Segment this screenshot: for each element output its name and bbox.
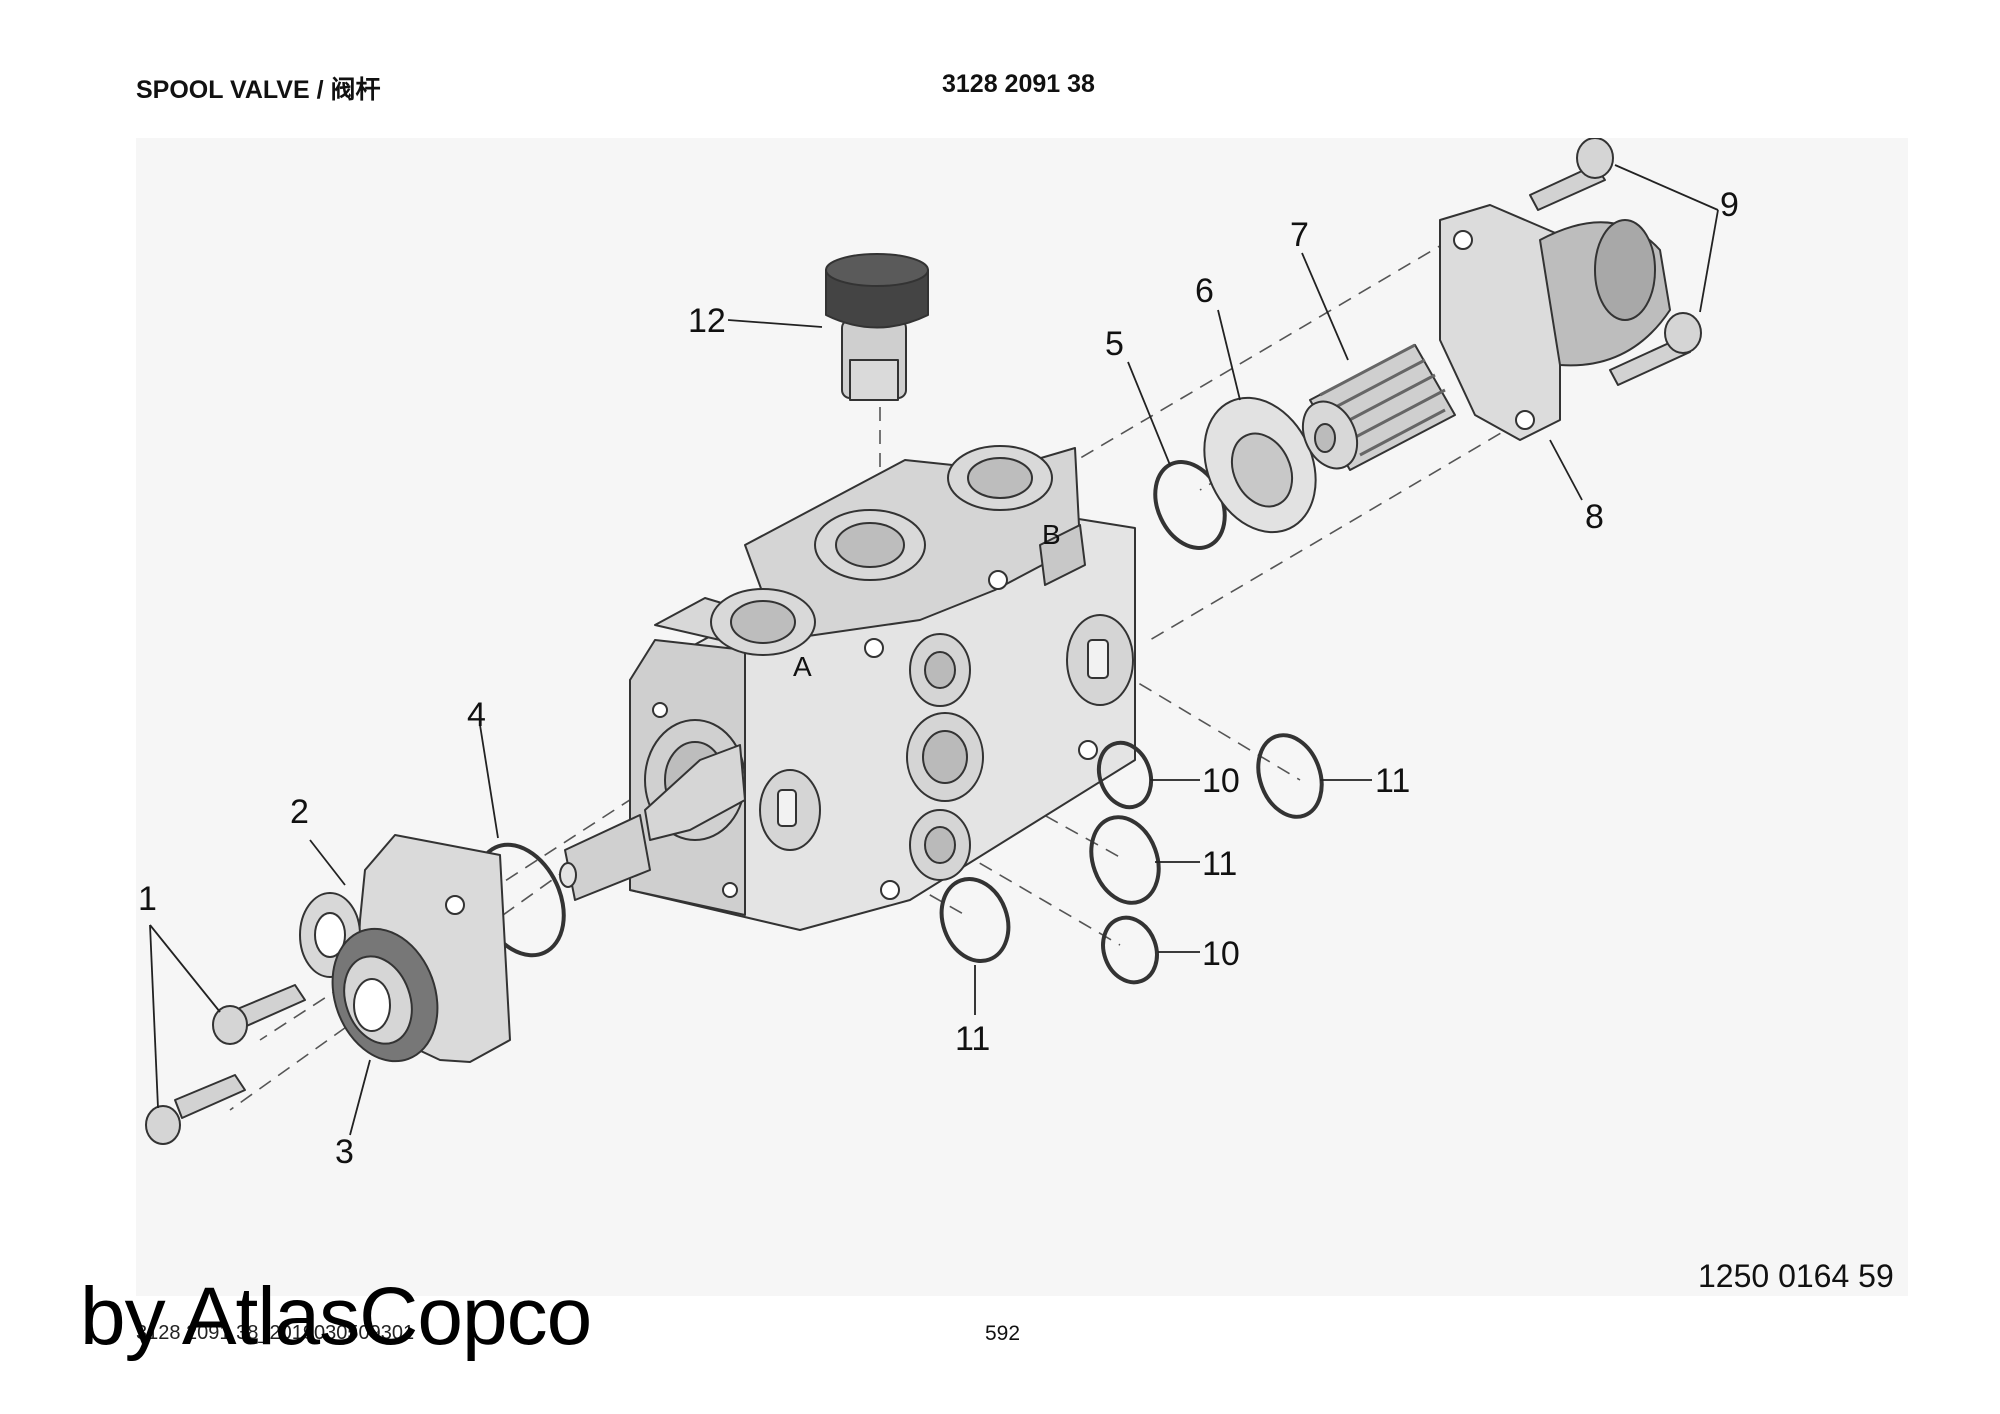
end-cap-8 [1439,204,1671,441]
callout-5: 5 [1105,325,1124,363]
exploded-view-panel: A B 12 5 6 7 8 9 4 2 1 3 10 11 11 10 11 [136,138,1908,1296]
seal-3 [331,927,439,1063]
o-rings-10-11 [939,733,1324,985]
callout-6: 6 [1195,272,1214,310]
port-bosses [710,445,1053,656]
page-number: 592 [985,1322,1021,1345]
port-label-a: A [793,651,812,682]
plug-12 [825,253,929,401]
page-title: SPOOL VALVE / 阀杆 [136,76,381,104]
exploded-view-drawing: A B 12 5 6 7 8 9 4 2 1 3 10 11 11 10 11 [138,138,1739,1171]
spool-shaft [559,744,746,901]
watermark: by AtlasCopco [80,1271,592,1362]
callout-2: 2 [290,793,309,831]
callout-11-middle: 11 [1202,845,1237,883]
screws-9 [1529,138,1702,386]
callout-11-lower: 11 [955,1020,990,1058]
file-reference: 3128 2091 38_2019030509301 [136,1322,415,1344]
callout-3: 3 [335,1133,354,1171]
screws-1 [145,984,306,1145]
callout-11-right: 11 [1375,762,1410,800]
callout-4: 4 [467,696,486,734]
part-number: 3128 2091 38 [942,70,1095,98]
spring-7 [1301,343,1456,471]
leader-lines [149,164,1719,1136]
callout-8: 8 [1585,498,1604,536]
callout-1: 1 [138,880,157,918]
callout-7: 7 [1290,216,1309,254]
callout-10-upper: 10 [1202,762,1240,800]
callout-9: 9 [1720,186,1739,224]
washer-6 [1203,396,1317,534]
callout-10-lower: 10 [1202,935,1240,973]
callout-12: 12 [688,302,726,340]
port-label-b: B [1042,519,1061,550]
figure-number: 1250 0164 59 [1698,1258,1894,1294]
